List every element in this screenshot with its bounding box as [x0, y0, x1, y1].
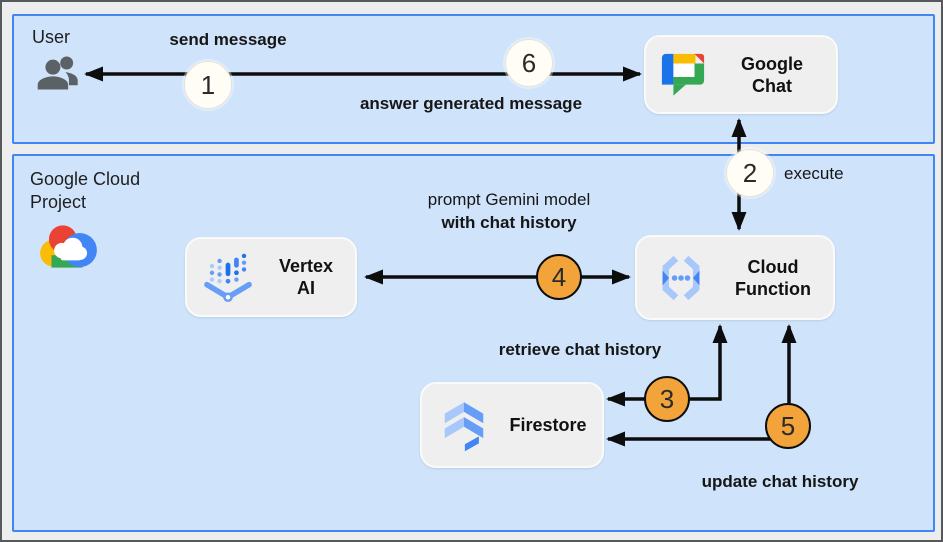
cloud-functions-icon [662, 255, 700, 300]
step-badge-6: 6 [505, 39, 553, 87]
vertex-ai-label: Vertex AI [267, 255, 345, 299]
google-cloud-logo-icon [40, 225, 97, 268]
label-execute: execute [784, 164, 844, 183]
step-badge-3: 3 [644, 376, 690, 422]
user-frame-label: User [32, 27, 71, 47]
step-badge-1: 1 [184, 61, 232, 109]
google-chat-label-line2: Chat [752, 75, 792, 96]
label-prompt-gemini: prompt Gemini model with chat history [389, 188, 629, 234]
firestore-icon [444, 402, 484, 452]
step-badge-2: 2 [726, 149, 774, 197]
firestore-label: Firestore [509, 415, 587, 435]
node-cloud-function: Cloud Function [635, 235, 835, 320]
step-badge-5: 5 [765, 403, 811, 449]
label-update-chat-history: update chat history [701, 472, 859, 491]
gcp-frame-label: Google Cloud Project [30, 168, 140, 214]
people-icon [37, 56, 78, 90]
label-answer-generated-message: answer generated message [359, 94, 583, 113]
vertex-ai-icon [204, 253, 252, 303]
label-retrieve-chat-history: retrieve chat history [498, 340, 662, 359]
google-chat-logo-icon [661, 53, 705, 96]
google-chat-label-line1: Google [741, 53, 803, 74]
vertex-ai-label-line1: Vertex [278, 256, 334, 276]
vertex-ai-label-line2: AI [297, 278, 315, 298]
node-vertex-ai: Vertex AI [185, 237, 357, 317]
cloud-function-label-line2: Function [735, 278, 811, 299]
label-prompt-gemini-line1: prompt Gemini model [427, 190, 591, 209]
gcp-frame-label-line1: Google Cloud [30, 169, 141, 189]
google-chat-label: Google Chat [718, 53, 826, 97]
cloud-function-label: Cloud Function [723, 256, 823, 300]
cloud-function-label-line1: Cloud [747, 256, 799, 277]
label-prompt-gemini-line2: with chat history [441, 213, 577, 232]
label-send-message: send message [169, 30, 287, 49]
node-google-chat: Google Chat [644, 35, 838, 114]
node-firestore: Firestore [420, 382, 604, 468]
gcp-frame-label-line2: Project [30, 192, 87, 212]
step-badge-4: 4 [536, 254, 582, 300]
